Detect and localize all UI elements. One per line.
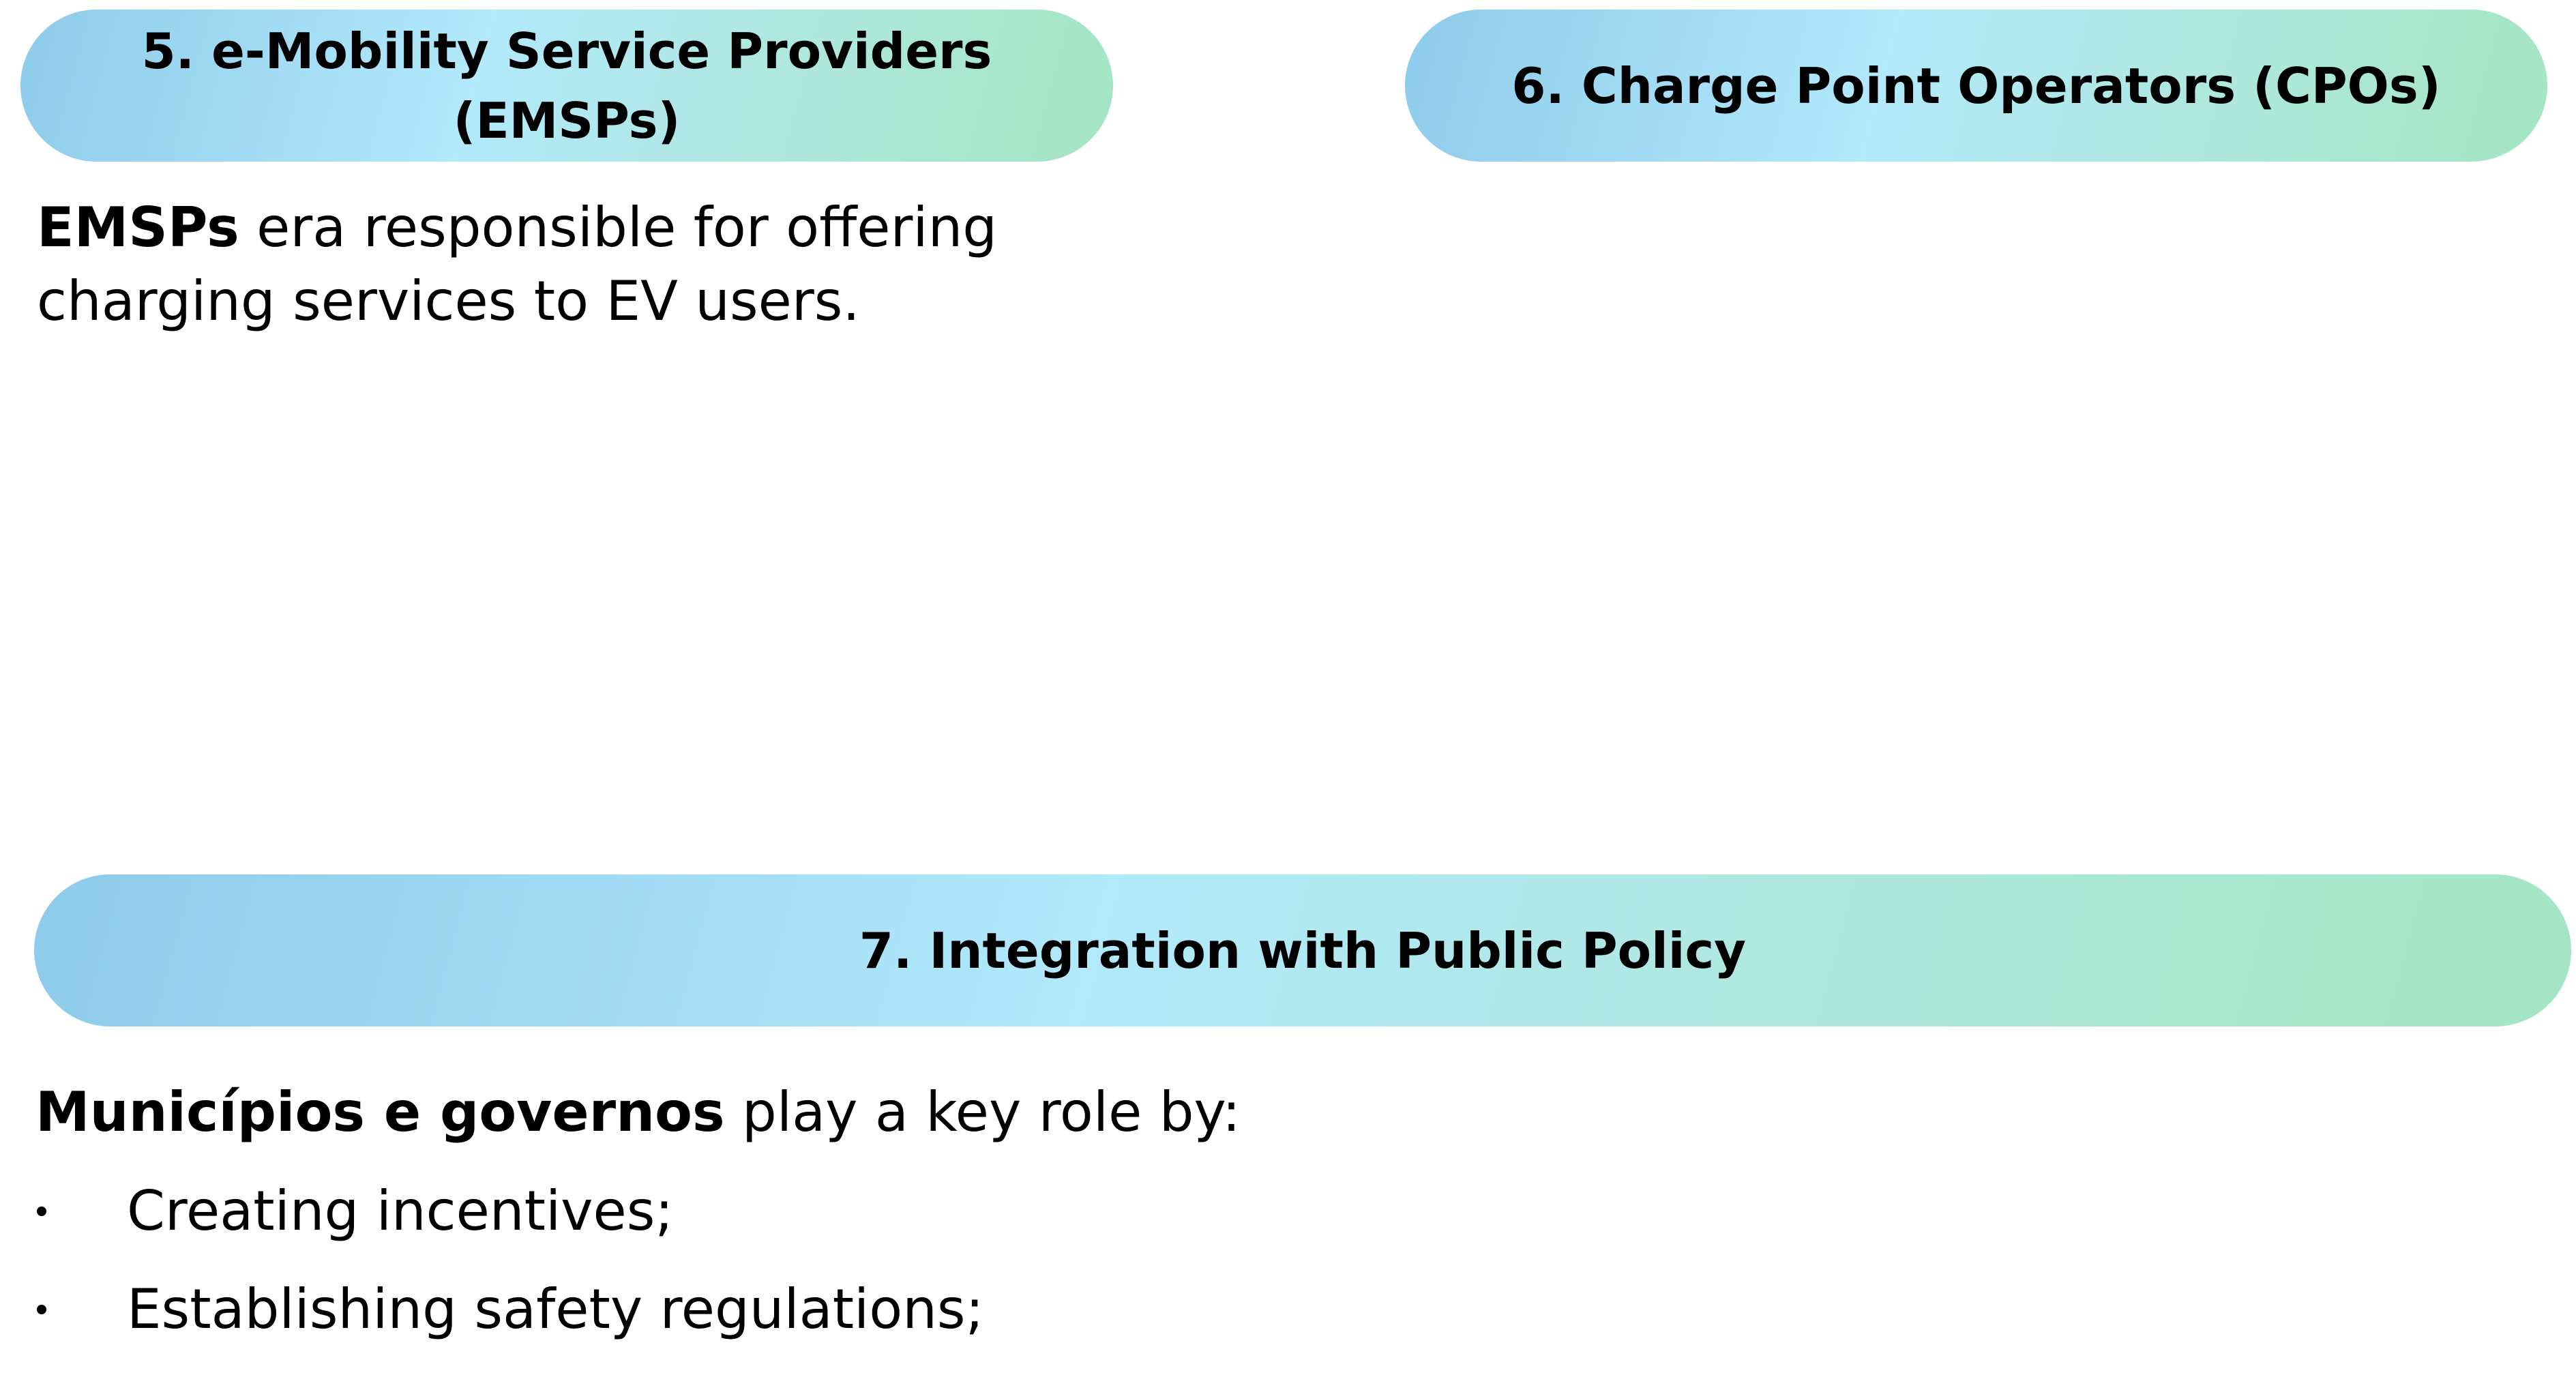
policy-intro-rest: play a key role by:	[724, 1080, 1241, 1144]
section-6-heading: 6. Charge Point Operators (CPOs)	[1405, 10, 2547, 162]
policy-bullet-text: Establishing safety regulations;	[127, 1277, 984, 1341]
section-5-heading-line2: (EMSPs)	[453, 91, 681, 149]
section-6-heading-text: 6. Charge Point Operators (CPOs)	[1511, 57, 2441, 115]
emsp-bold-term: EMSPs	[37, 196, 239, 259]
section-5-heading: 5. e-Mobility Service Providers (EMSPs)	[20, 10, 1113, 162]
policy-bold-term: Municípios e governos	[35, 1080, 725, 1144]
section-5-body: EMSPs era responsible for offering charg…	[37, 191, 997, 338]
policy-bullet-item: Creating incentives;	[27, 1174, 673, 1248]
section-5-heading-line1: 5. e-Mobility Service Providers	[141, 22, 992, 80]
bullet-dot-icon	[37, 1207, 46, 1216]
section-7-intro: Municípios e governos play a key role by…	[35, 1076, 1241, 1149]
policy-bullet-item: Establishing safety regulations;	[27, 1273, 984, 1346]
emsp-body-line1: era responsible for offering	[239, 196, 998, 259]
policy-bullet-text: Creating incentives;	[127, 1179, 674, 1243]
bullet-dot-icon	[37, 1305, 46, 1314]
section-5-heading-text: 5. e-Mobility Service Providers (EMSPs)	[142, 16, 992, 156]
section-7-heading-text: 7. Integration with Public Policy	[859, 921, 1747, 979]
emsp-body-line2: charging services to EV users.	[37, 269, 860, 333]
section-7-heading: 7. Integration with Public Policy	[34, 874, 2571, 1026]
